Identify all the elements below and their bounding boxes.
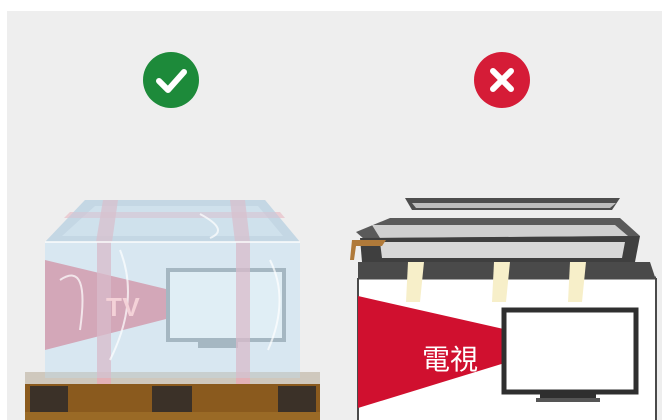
pallet-icon (25, 372, 320, 420)
good-package (25, 200, 320, 420)
good-box-label: TV (106, 292, 140, 323)
bad-package (350, 198, 656, 420)
bad-box-label: 電視 (422, 338, 478, 378)
